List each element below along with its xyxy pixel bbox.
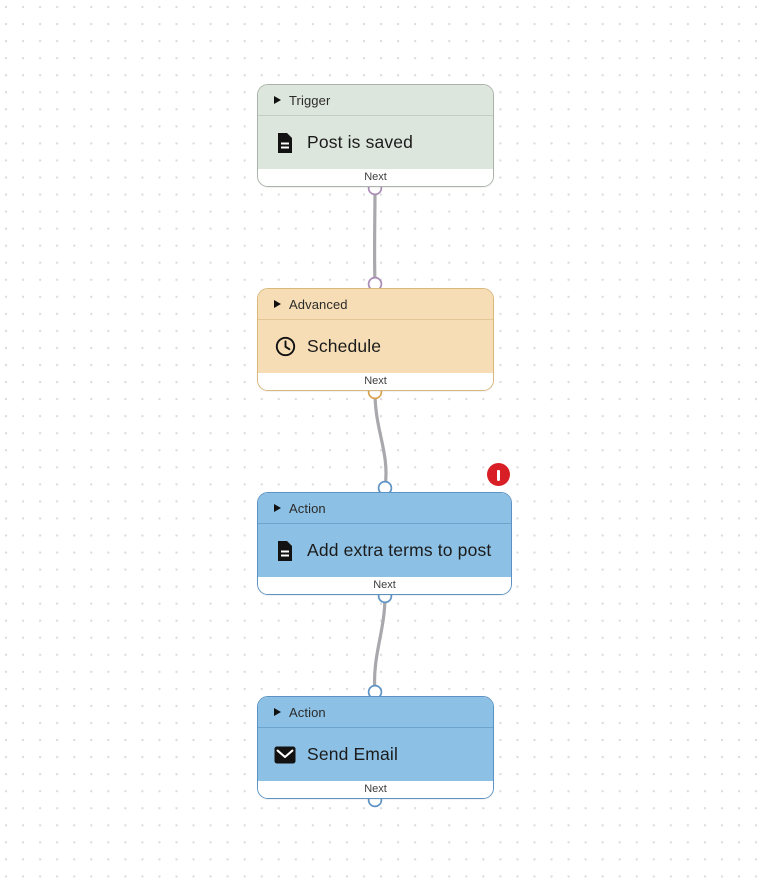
- next-label: Next: [364, 783, 387, 796]
- workflow-node-action-send-email[interactable]: Action Send Email Next: [257, 696, 494, 799]
- node-divider: [258, 115, 493, 117]
- disclosure-triangle-icon[interactable]: [274, 504, 281, 512]
- node-body-action[interactable]: Add extra terms to post: [258, 524, 511, 578]
- node-footer-next[interactable]: Next: [258, 373, 493, 390]
- node-header-trigger[interactable]: Trigger: [258, 85, 493, 115]
- node-title: Add extra terms to post: [307, 540, 492, 561]
- clock-icon: [274, 336, 296, 358]
- node-footer-next[interactable]: Next: [258, 577, 511, 594]
- node-kind-label: Action: [289, 704, 326, 720]
- node-title: Schedule: [307, 336, 382, 357]
- disclosure-triangle-icon[interactable]: [274, 96, 281, 104]
- next-label: Next: [364, 375, 387, 388]
- node-body-action[interactable]: Send Email: [258, 728, 493, 782]
- next-label: Next: [373, 579, 396, 592]
- node-header-action[interactable]: Action: [258, 493, 511, 523]
- error-bang-stem: [496, 469, 501, 479]
- node-kind-label: Action: [289, 500, 326, 516]
- workflow-node-advanced[interactable]: Advanced Schedule Next: [257, 288, 494, 391]
- node-kind-label: Trigger: [289, 92, 331, 108]
- node-divider: [258, 727, 493, 729]
- document-icon: [274, 540, 296, 562]
- next-label: Next: [364, 171, 387, 184]
- node-footer-next[interactable]: Next: [258, 169, 493, 186]
- workflow-node-trigger[interactable]: Trigger Post is saved Next: [257, 84, 494, 187]
- node-divider: [258, 523, 511, 525]
- node-kind-label: Advanced: [289, 296, 348, 312]
- node-title: Post is saved: [307, 132, 414, 153]
- workflow-node-action-add-extra-terms[interactable]: Action Add extra terms to post Next: [257, 492, 512, 595]
- node-title: Send Email: [307, 744, 398, 765]
- node-body-trigger[interactable]: Post is saved: [258, 116, 493, 170]
- error-bang-dot: [496, 478, 501, 482]
- node-header-advanced[interactable]: Advanced: [258, 289, 493, 319]
- node-header-action[interactable]: Action: [258, 697, 493, 727]
- document-icon: [274, 132, 296, 154]
- connector-edge[interactable]: [373, 390, 388, 490]
- envelope-icon: [274, 744, 296, 766]
- node-divider: [258, 319, 493, 321]
- error-exclamation-icon[interactable]: [487, 463, 510, 486]
- node-body-advanced[interactable]: Schedule: [258, 320, 493, 374]
- connector-edge[interactable]: [372, 594, 387, 694]
- disclosure-triangle-icon[interactable]: [274, 300, 281, 308]
- node-footer-next[interactable]: Next: [258, 781, 493, 798]
- disclosure-triangle-icon[interactable]: [274, 708, 281, 716]
